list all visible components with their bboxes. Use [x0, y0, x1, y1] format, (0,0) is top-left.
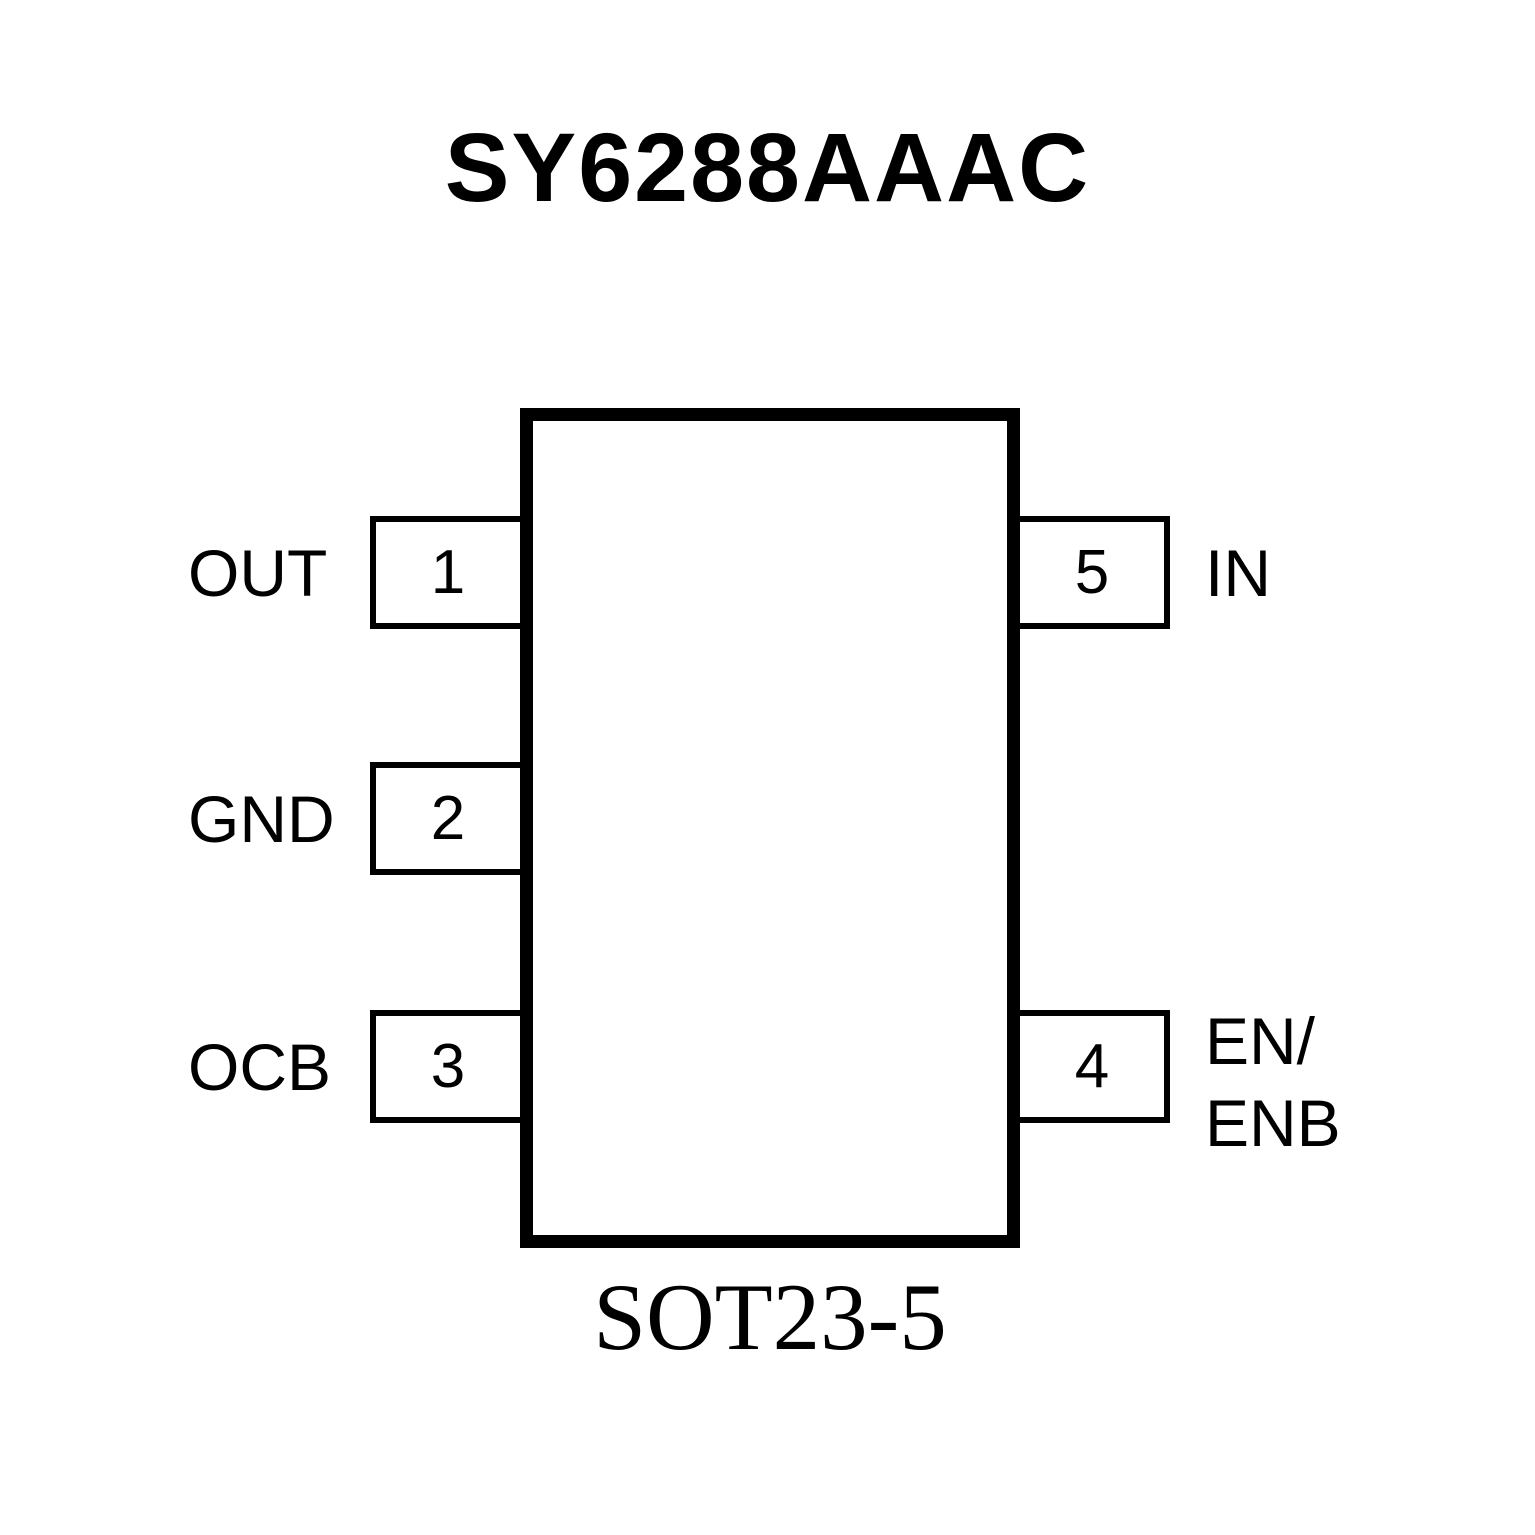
pin-number-4: 4	[1074, 1032, 1110, 1101]
chip-title: SY6288AAAC	[444, 113, 1091, 222]
pin-box-5: 5	[1020, 516, 1170, 629]
pin-box-1: 1	[370, 516, 520, 629]
pin-name-en-enb: EN/ ENB	[1205, 1004, 1341, 1160]
pin-box-4: 4	[1020, 1010, 1170, 1123]
pin-name-gnd: GND	[188, 781, 335, 856]
pin-number-1: 1	[430, 538, 466, 607]
pin-number-5: 5	[1074, 538, 1110, 607]
pin-number-3: 3	[430, 1032, 466, 1101]
pin-box-3: 3	[370, 1010, 520, 1123]
pin-name-out: OUT	[188, 535, 328, 610]
pin-box-2: 2	[370, 762, 520, 875]
pin-name-ocb: OCB	[188, 1029, 332, 1104]
chip-body	[520, 408, 1020, 1248]
pin-number-2: 2	[430, 784, 466, 853]
package-label: SOT23-5	[593, 1264, 947, 1370]
pin-name-in: IN	[1205, 535, 1271, 610]
